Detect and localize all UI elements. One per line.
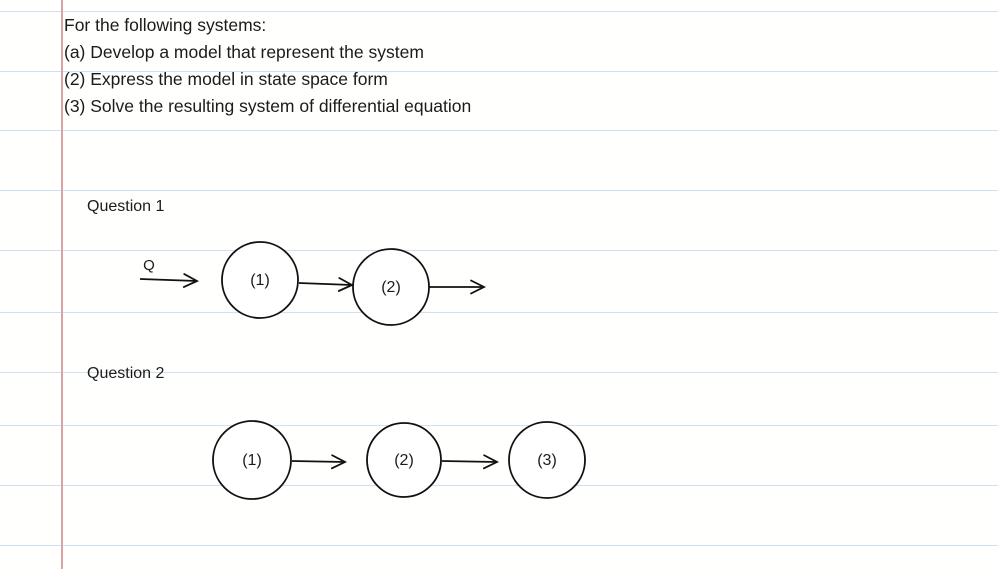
q1-input-flow-label: Q [143,257,155,274]
q2-node-2-label: (2) [394,452,414,469]
q2-arrow-2-to-3-head [482,454,500,470]
ruled-line-2 [0,130,998,131]
q2-arrow-1-to-2-head [330,454,348,470]
q2-arrow-2-to-3-shaft [441,460,498,463]
q2-arrow-1-to-2-shaft [291,460,346,463]
ruled-line-0 [0,11,998,12]
q2-node-3-circle[interactable] [508,421,586,499]
prompt-line-1: (a) Develop a model that represent the s… [64,42,424,62]
ruled-line-3 [0,190,998,191]
q1-node-1-label: (1) [250,272,270,289]
q2-node-1-circle[interactable] [212,420,292,500]
prompt-line-3: (3) Solve the resulting system of differ… [64,96,472,116]
q1-arrow-1-to-2-head [337,277,355,292]
ruled-line-8 [0,485,998,486]
prompt-text-block: For the following systems: (a) Develop a… [64,12,764,120]
question-2-label: Question 2 [87,365,165,382]
q1-node-2-circle[interactable] [352,248,430,326]
ruled-line-7 [0,425,998,426]
question-2-diagram: (1) (2) (3) [212,420,586,500]
q1-output-arrow-head [470,279,487,295]
question-1-label: Question 1 [87,198,165,215]
q2-node-3-label: (3) [537,452,557,469]
ruled-line-9 [0,545,998,546]
q1-input-arrow-shaft [139,278,198,282]
q2-node-1-label: (1) [242,452,262,469]
q1-input-arrow-head [182,273,200,288]
margin-rule-line [61,0,63,569]
prompt-line-2: (2) Express the model in state space for… [64,69,388,89]
prompt-line-0: For the following systems: [64,15,267,35]
q1-node-2-label: (2) [381,279,401,296]
ruled-line-4 [0,250,998,251]
ruled-line-1 [0,71,998,72]
q1-arrow-1-to-2-shaft [298,282,353,286]
q1-node-1-circle[interactable] [221,241,299,319]
ruled-line-5 [0,312,998,313]
ruled-line-6 [0,372,998,373]
